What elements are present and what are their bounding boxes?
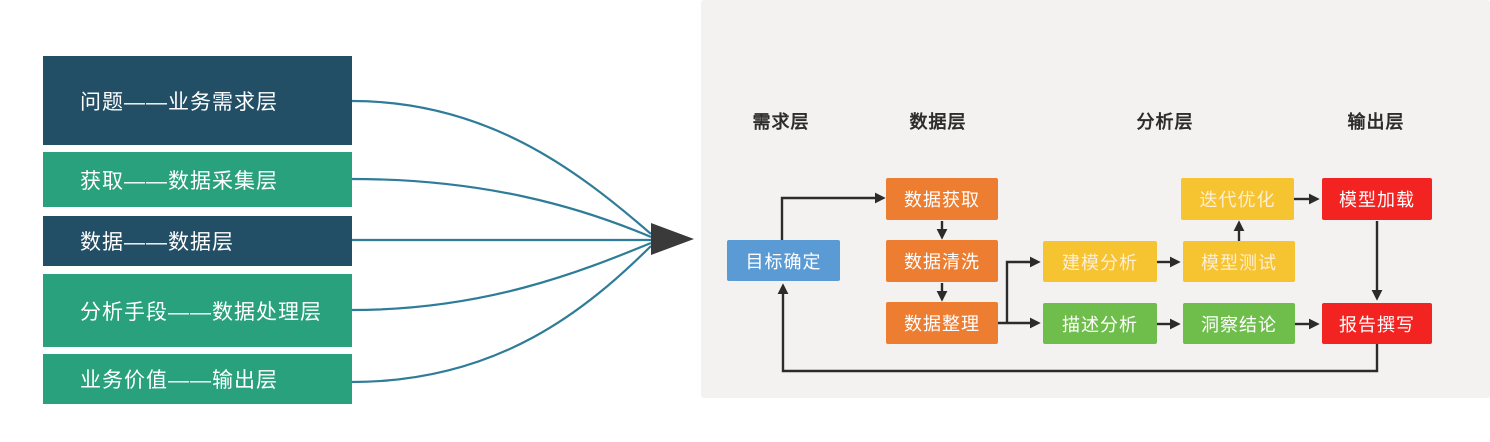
flow-node-descriptive-analysis: 描述分析 xyxy=(1043,303,1157,344)
connector-curve-2 xyxy=(351,177,652,239)
flow-node-insight-conclusion: 洞察结论 xyxy=(1183,303,1295,344)
curve-group xyxy=(351,99,652,384)
column-header-requirement: 需求层 xyxy=(752,112,810,132)
flow-node-model-testing: 模型测试 xyxy=(1183,241,1295,282)
column-header-output: 输出层 xyxy=(1347,112,1405,132)
connector-curve-5 xyxy=(351,245,652,384)
layer-box-data-layer: 数据——数据层 xyxy=(43,216,352,266)
layer-box-label: 问题——业务需求层 xyxy=(80,90,278,114)
column-header-analysis: 分析层 xyxy=(1136,112,1194,132)
merge-arrowhead-icon xyxy=(651,223,694,255)
flow-node-goal-definition: 目标确定 xyxy=(727,240,840,281)
layer-box-label: 获取——数据采集层 xyxy=(80,169,278,193)
layer-box-label: 分析手段——数据处理层 xyxy=(80,300,322,324)
column-header-data: 数据层 xyxy=(909,112,967,132)
flow-node-data-organizing: 数据整理 xyxy=(886,302,998,344)
connector-curve-1 xyxy=(351,99,652,235)
layer-box-label: 数据——数据层 xyxy=(80,231,234,254)
flow-node-model-loading: 模型加载 xyxy=(1322,178,1432,220)
flow-node-data-acquisition: 数据获取 xyxy=(886,178,998,220)
layer-box-label: 业务价值——输出层 xyxy=(80,369,278,392)
flow-node-report-writing: 报告撰写 xyxy=(1322,303,1432,344)
layer-box-business-requirement: 问题——业务需求层 xyxy=(43,56,352,145)
flow-node-data-cleaning: 数据清洗 xyxy=(886,240,998,282)
layer-box-data-processing: 分析手段——数据处理层 xyxy=(43,274,352,347)
connector-curve-4 xyxy=(351,241,652,312)
layer-box-data-collection: 获取——数据采集层 xyxy=(43,152,352,207)
layer-box-output-layer: 业务价值——输出层 xyxy=(43,354,352,404)
flow-node-iterative-optimization: 迭代优化 xyxy=(1181,178,1294,220)
flow-node-modeling-analysis: 建模分析 xyxy=(1043,241,1157,282)
